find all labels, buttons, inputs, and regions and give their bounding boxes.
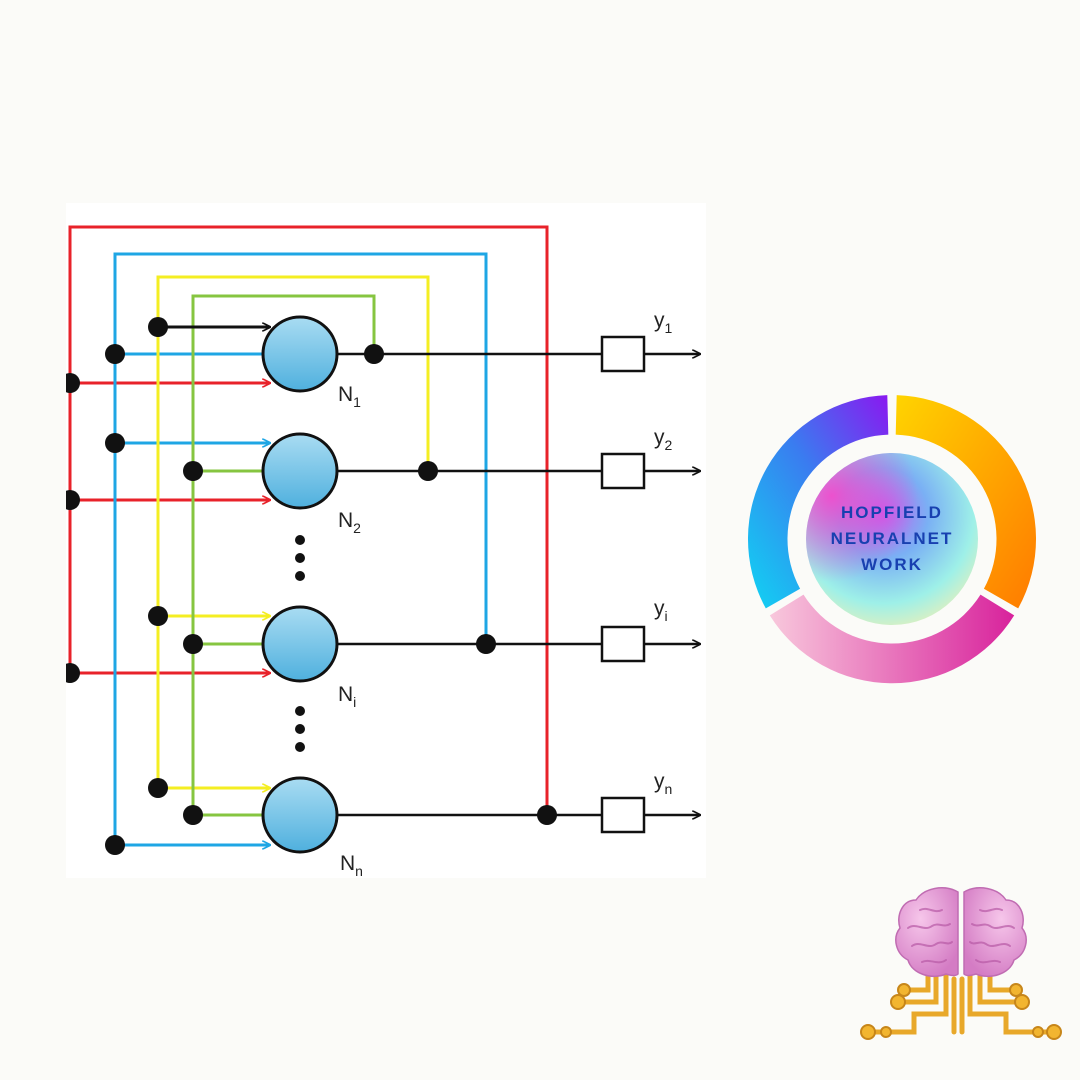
green-feedback-line [191,294,376,815]
brain-left-hemisphere [895,887,959,978]
badge-title-line-2: NEURALNET [830,529,954,548]
output-box-1 [600,335,646,373]
neuron-label-1: N1 [338,383,361,410]
brain-right-hemisphere [963,887,1027,978]
output-label-2: y2 [654,426,673,453]
hopfield-network-diagram: N1 N2 Ni Nn y1 y2 yi yn [66,203,706,878]
neurons [261,315,339,854]
brain-circuit-svg [860,887,1062,1040]
output-box-i [600,625,646,663]
badge-segment-yellow [895,395,1037,609]
brain-folds [907,907,1015,964]
title-badge: HOPFIELD NEURALNET WORK [746,393,1038,685]
neuron-n [261,776,339,854]
neuron-2 [261,432,339,510]
output-label-1: y1 [654,309,673,336]
neuron-1 [261,315,339,393]
network-svg: N1 N2 Ni Nn y1 y2 yi yn [66,225,706,878]
badge-ring [747,395,1037,684]
output-boxes [600,335,646,834]
badge-segment-blue [747,395,889,609]
output-lines [338,354,700,815]
output-label-i: yi [654,597,668,624]
ellipsis-dots [295,535,305,752]
output-label-n: yn [654,770,672,797]
junction-dots [66,317,557,855]
neuron-label-n: Nn [340,852,363,878]
badge-title-line-3: WORK [861,555,923,574]
red-feedback-line [68,225,549,815]
badge-title: HOPFIELD NEURALNET WORK [746,393,1038,685]
output-box-n [600,796,646,834]
output-box-2 [600,452,646,490]
yellow-feedback-line [156,275,430,788]
circuit-traces [865,971,1057,1035]
circuit-pads [860,983,1062,1040]
neuron-label-2: N2 [338,509,361,536]
badge-segment-pink [769,594,1015,684]
neuron-i [261,605,339,683]
neuron-label-i: Ni [338,683,356,710]
badge-title-line-1: HOPFIELD [841,503,943,522]
brain-circuit-icon [858,884,1063,1049]
